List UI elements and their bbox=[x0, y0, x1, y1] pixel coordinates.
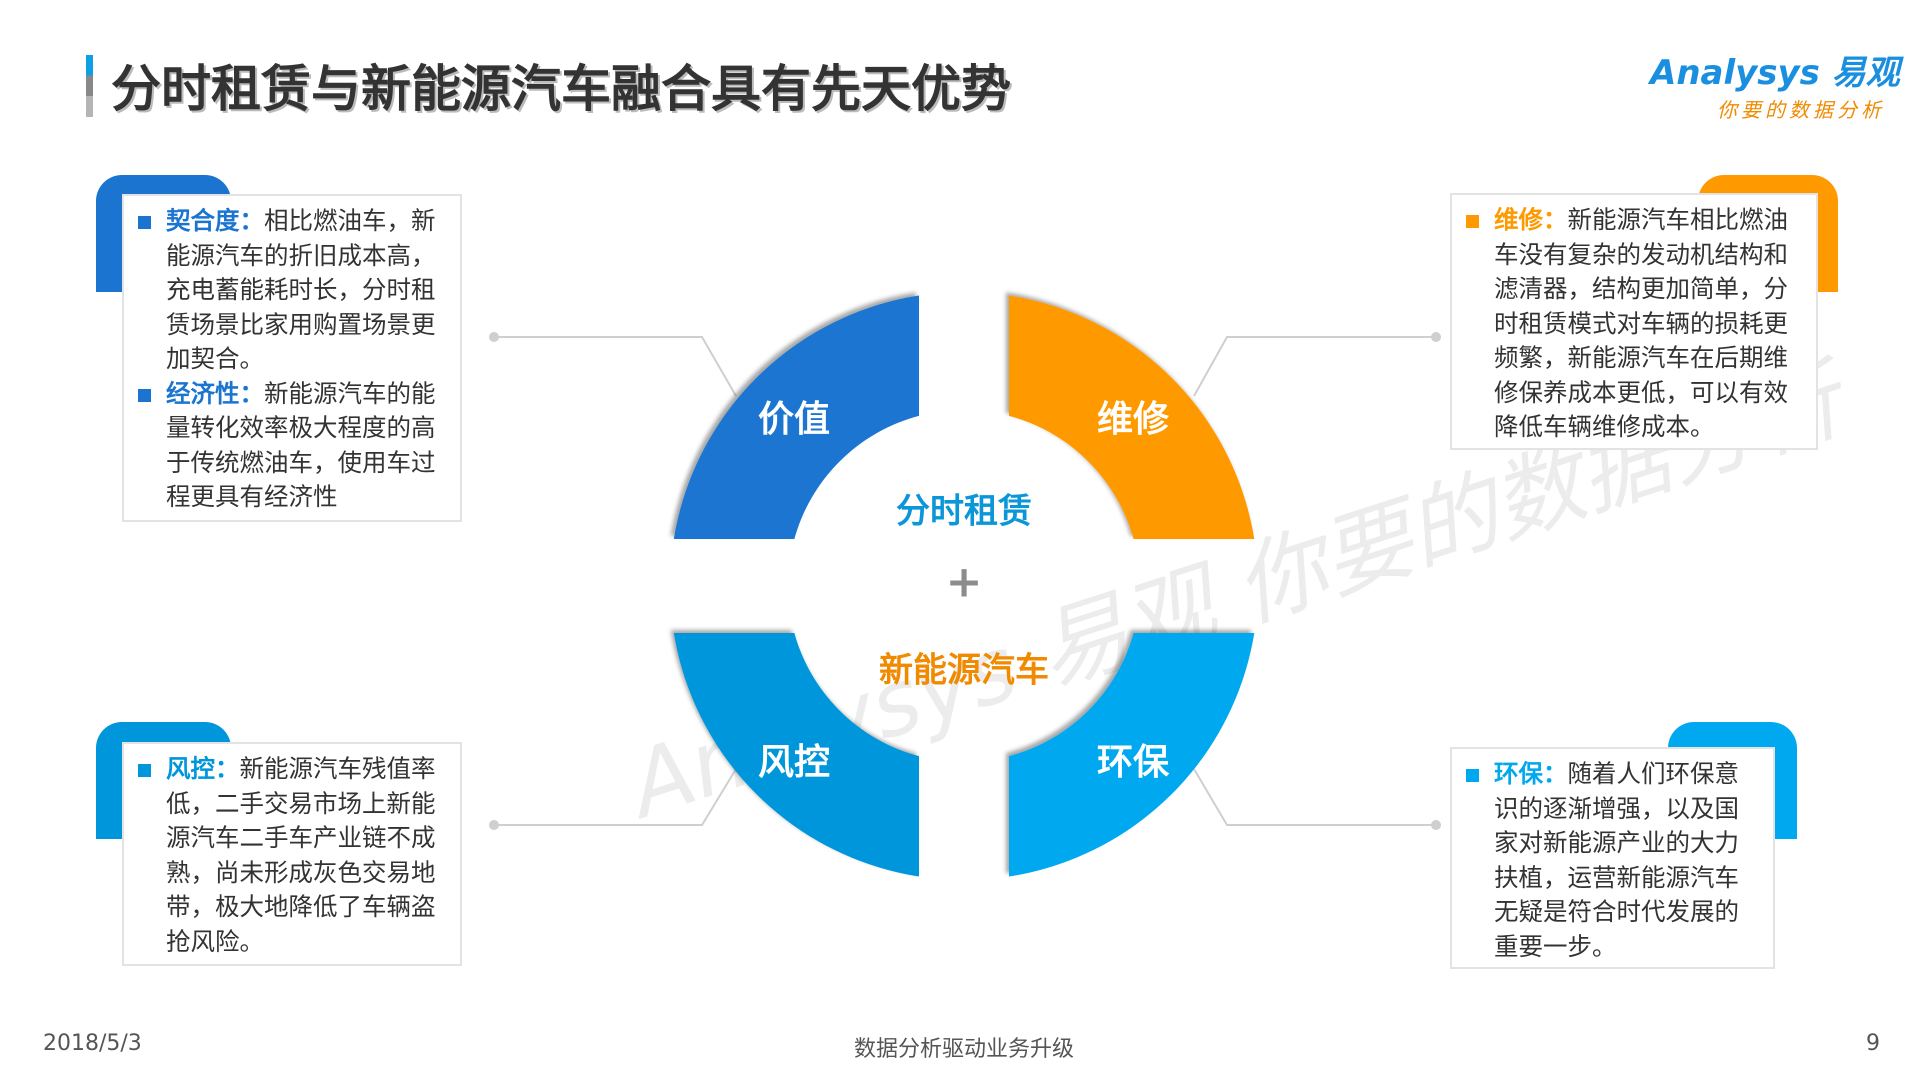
quadrant-value bbox=[673, 295, 919, 539]
plus-sign: + bbox=[945, 556, 983, 608]
keyword: 维修： bbox=[1494, 205, 1568, 234]
point-text: 新能源汽车残值率低，二手交易市场上新能源汽车二手车产业链不成熟，尚未形成灰色交易… bbox=[166, 754, 436, 956]
point-economy: 经济性：新能源汽车的能量转化效率极大程度的高于传统燃油车，使用车过程更具有经济性 bbox=[138, 377, 450, 515]
bullet-icon bbox=[1466, 769, 1479, 782]
title-accent-bar bbox=[86, 55, 93, 117]
page-number: 9 bbox=[1866, 1031, 1880, 1056]
panel-bottom-right: 环保：随着人们环保意识的逐渐增强，以及国家对新能源产业的大力扶植，运营新能源汽车… bbox=[1450, 747, 1775, 969]
quadrant-maintenance bbox=[1009, 295, 1255, 539]
quadrant-label-value: 价值 bbox=[757, 399, 831, 440]
keyword: 经济性： bbox=[166, 378, 264, 408]
connector-dot bbox=[1431, 820, 1441, 830]
connector-top-left bbox=[494, 336, 737, 397]
bullet-icon bbox=[138, 764, 151, 777]
connector-dot bbox=[489, 820, 499, 830]
page-title: 分时租赁与新能源汽车融合具有先天优势 bbox=[111, 60, 1011, 118]
point-fit: 契合度：相比燃油车，新能源汽车的折旧成本高，充电蓄能耗时长，分时租赁场景比家用购… bbox=[138, 204, 450, 377]
point-text: 新能源汽车相比燃油车没有复杂的发动机结构和滤清器，结构更加简单，分时租赁模式对车… bbox=[1494, 205, 1788, 441]
analysys-logo: Analysys 易观 你要的数据分析 bbox=[1650, 45, 1900, 123]
keyword: 契合度： bbox=[166, 206, 264, 235]
keyword: 环保： bbox=[1494, 759, 1568, 788]
quadrant-label-eco: 环保 bbox=[1096, 742, 1170, 783]
point-text: 随着人们环保意识的逐渐增强，以及国家对新能源产业的大力扶植，运营新能源汽车无疑是… bbox=[1494, 759, 1739, 961]
connector-top-right bbox=[1193, 336, 1436, 397]
point-eco: 环保：随着人们环保意识的逐渐增强，以及国家对新能源产业的大力扶植，运营新能源汽车… bbox=[1466, 757, 1763, 964]
bullet-icon bbox=[138, 216, 151, 229]
point-text: 新能源汽车的能量转化效率极大程度的高于传统燃油车，使用车过程更具有经济性 bbox=[166, 378, 436, 512]
point-risk: 风控：新能源汽车残值率低，二手交易市场上新能源汽车二手车产业链不成熟，尚未形成灰… bbox=[138, 752, 450, 959]
point-text: 相比燃油车，新能源汽车的折旧成本高，充电蓄能耗时长，分时租赁场景比家用购置场景更… bbox=[166, 206, 436, 373]
keyword: 风控： bbox=[166, 754, 240, 783]
quadrant-label-risk: 风控 bbox=[757, 742, 831, 783]
quadrant-risk bbox=[673, 633, 919, 877]
footer-date: 2018/5/3 bbox=[43, 1031, 142, 1056]
center-title-nev: 新能源汽车 bbox=[879, 650, 1049, 691]
panel-top-left: 契合度：相比燃油车，新能源汽车的折旧成本高，充电蓄能耗时长，分时租赁场景比家用购… bbox=[122, 194, 462, 522]
panel-bottom-left: 风控：新能源汽车残值率低，二手交易市场上新能源汽车二手车产业链不成熟，尚未形成灰… bbox=[122, 742, 462, 966]
connector-bottom-left bbox=[494, 768, 737, 826]
panel-top-right: 维修：新能源汽车相比燃油车没有复杂的发动机结构和滤清器，结构更加简单，分时租赁模… bbox=[1450, 193, 1818, 450]
quadrant-eco bbox=[1009, 633, 1255, 877]
logo-sub-text: 你要的数据分析 bbox=[1717, 98, 1885, 122]
logo-main-text: Analysys 易观 bbox=[1650, 53, 1900, 93]
bullet-icon bbox=[138, 388, 151, 402]
connector-dot bbox=[1431, 332, 1441, 342]
point-maintenance: 维修：新能源汽车相比燃油车没有复杂的发动机结构和滤清器，结构更加简单，分时租赁模… bbox=[1466, 203, 1806, 445]
quadrant-label-maintenance: 维修 bbox=[1096, 399, 1170, 440]
bullet-icon bbox=[1466, 215, 1479, 228]
connector-bottom-right bbox=[1193, 768, 1436, 826]
connector-dot bbox=[489, 332, 499, 342]
center-title-rental: 分时租赁 bbox=[896, 491, 1032, 532]
footer-slogan: 数据分析驱动业务升级 bbox=[853, 1037, 1075, 1062]
